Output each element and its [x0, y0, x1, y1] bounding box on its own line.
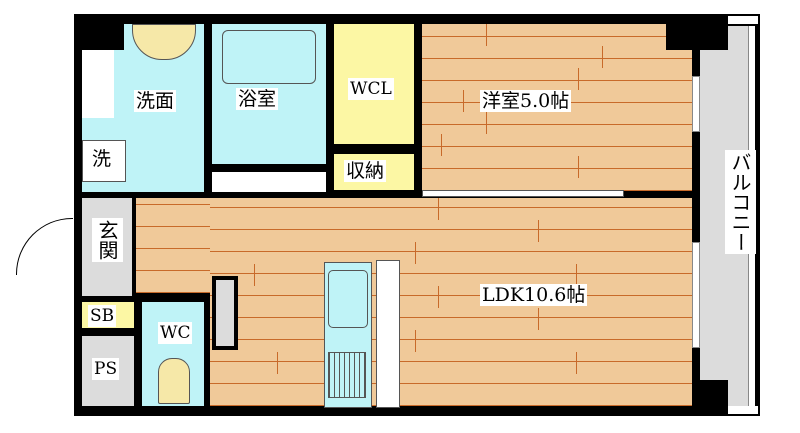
- kitchen-partition: [376, 260, 400, 408]
- label-balcony: バルコニー: [725, 150, 756, 254]
- western-window: [692, 76, 700, 132]
- washroom-corner: [74, 14, 124, 50]
- hall-floor: [136, 198, 210, 293]
- toilet-icon: [158, 358, 190, 404]
- bathtub-icon: [222, 30, 316, 84]
- label-shoebox: SB: [88, 305, 117, 327]
- washroom-shelf: [82, 50, 114, 118]
- label-entrance: 玄関: [92, 218, 123, 262]
- label-bathroom: 浴室: [236, 88, 279, 110]
- ldk-window: [692, 242, 700, 348]
- stove-icon: [328, 352, 366, 398]
- ldk-floor: [210, 198, 692, 406]
- balcony-bottom-rail: [726, 406, 758, 414]
- hall-storage: [212, 276, 238, 350]
- sliding-door: [422, 190, 624, 197]
- pillar-western: [666, 14, 700, 50]
- sink-icon: [328, 270, 368, 328]
- label-wcl: WCL: [348, 78, 394, 100]
- label-toilet: WC: [158, 322, 193, 344]
- label-storage: 収納: [344, 160, 387, 182]
- label-washroom: 洗面: [134, 90, 177, 112]
- label-washer: 洗: [90, 148, 114, 170]
- label-western-room: 洋室5.0帖: [480, 90, 572, 112]
- balcony-top-rail: [726, 16, 758, 24]
- label-ldk: LDK10.6帖: [480, 284, 588, 306]
- entrance-door-swing: [16, 218, 73, 275]
- bathroom-gap: [212, 172, 326, 192]
- label-pipe-space: PS: [92, 358, 120, 380]
